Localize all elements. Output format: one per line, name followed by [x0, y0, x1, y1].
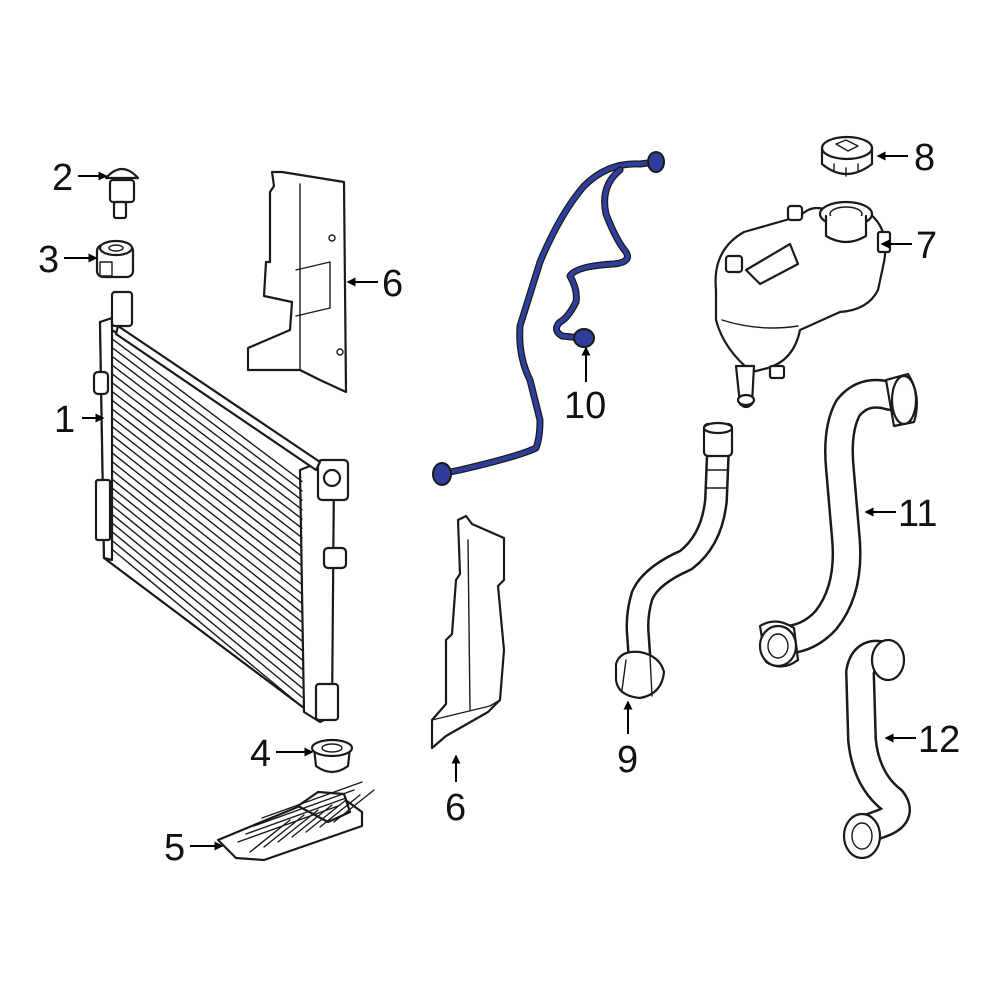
expansion-tank-cap[interactable] — [820, 135, 874, 177]
callout-12: 12 — [918, 719, 960, 761]
radiator-mount-bushing[interactable] — [95, 239, 135, 279]
callout-arrows — [64, 151, 916, 851]
callout-labels: 1 2 3 4 5 6 6 7 8 9 10 11 12 — [38, 137, 960, 869]
air-duct-lower[interactable] — [430, 514, 506, 750]
callout-4: 4 — [250, 733, 271, 775]
coolant-vent-hose[interactable] — [432, 151, 665, 486]
upper-radiator-hose[interactable] — [758, 372, 919, 668]
callout-11: 11 — [898, 493, 937, 535]
callout-5: 5 — [164, 827, 185, 869]
air-duct-upper[interactable] — [246, 170, 348, 394]
callout-7: 7 — [916, 225, 937, 267]
callout-1: 1 — [54, 399, 75, 441]
callout-6-lower: 6 — [445, 787, 466, 829]
push-clip[interactable] — [104, 167, 140, 220]
callout-2: 2 — [52, 157, 73, 199]
lower-grommet[interactable] — [310, 738, 354, 774]
callout-3: 3 — [38, 239, 59, 281]
callout-9: 9 — [617, 739, 638, 781]
air-guide-tray[interactable] — [216, 781, 375, 862]
callout-10: 10 — [564, 385, 606, 427]
lower-radiator-hose[interactable] — [614, 421, 734, 700]
radiator[interactable] — [92, 290, 350, 724]
callout-6-upper: 6 — [382, 263, 403, 305]
coolant-hose[interactable] — [842, 638, 911, 860]
callout-8: 8 — [914, 137, 935, 179]
expansion-tank[interactable] — [714, 200, 892, 409]
